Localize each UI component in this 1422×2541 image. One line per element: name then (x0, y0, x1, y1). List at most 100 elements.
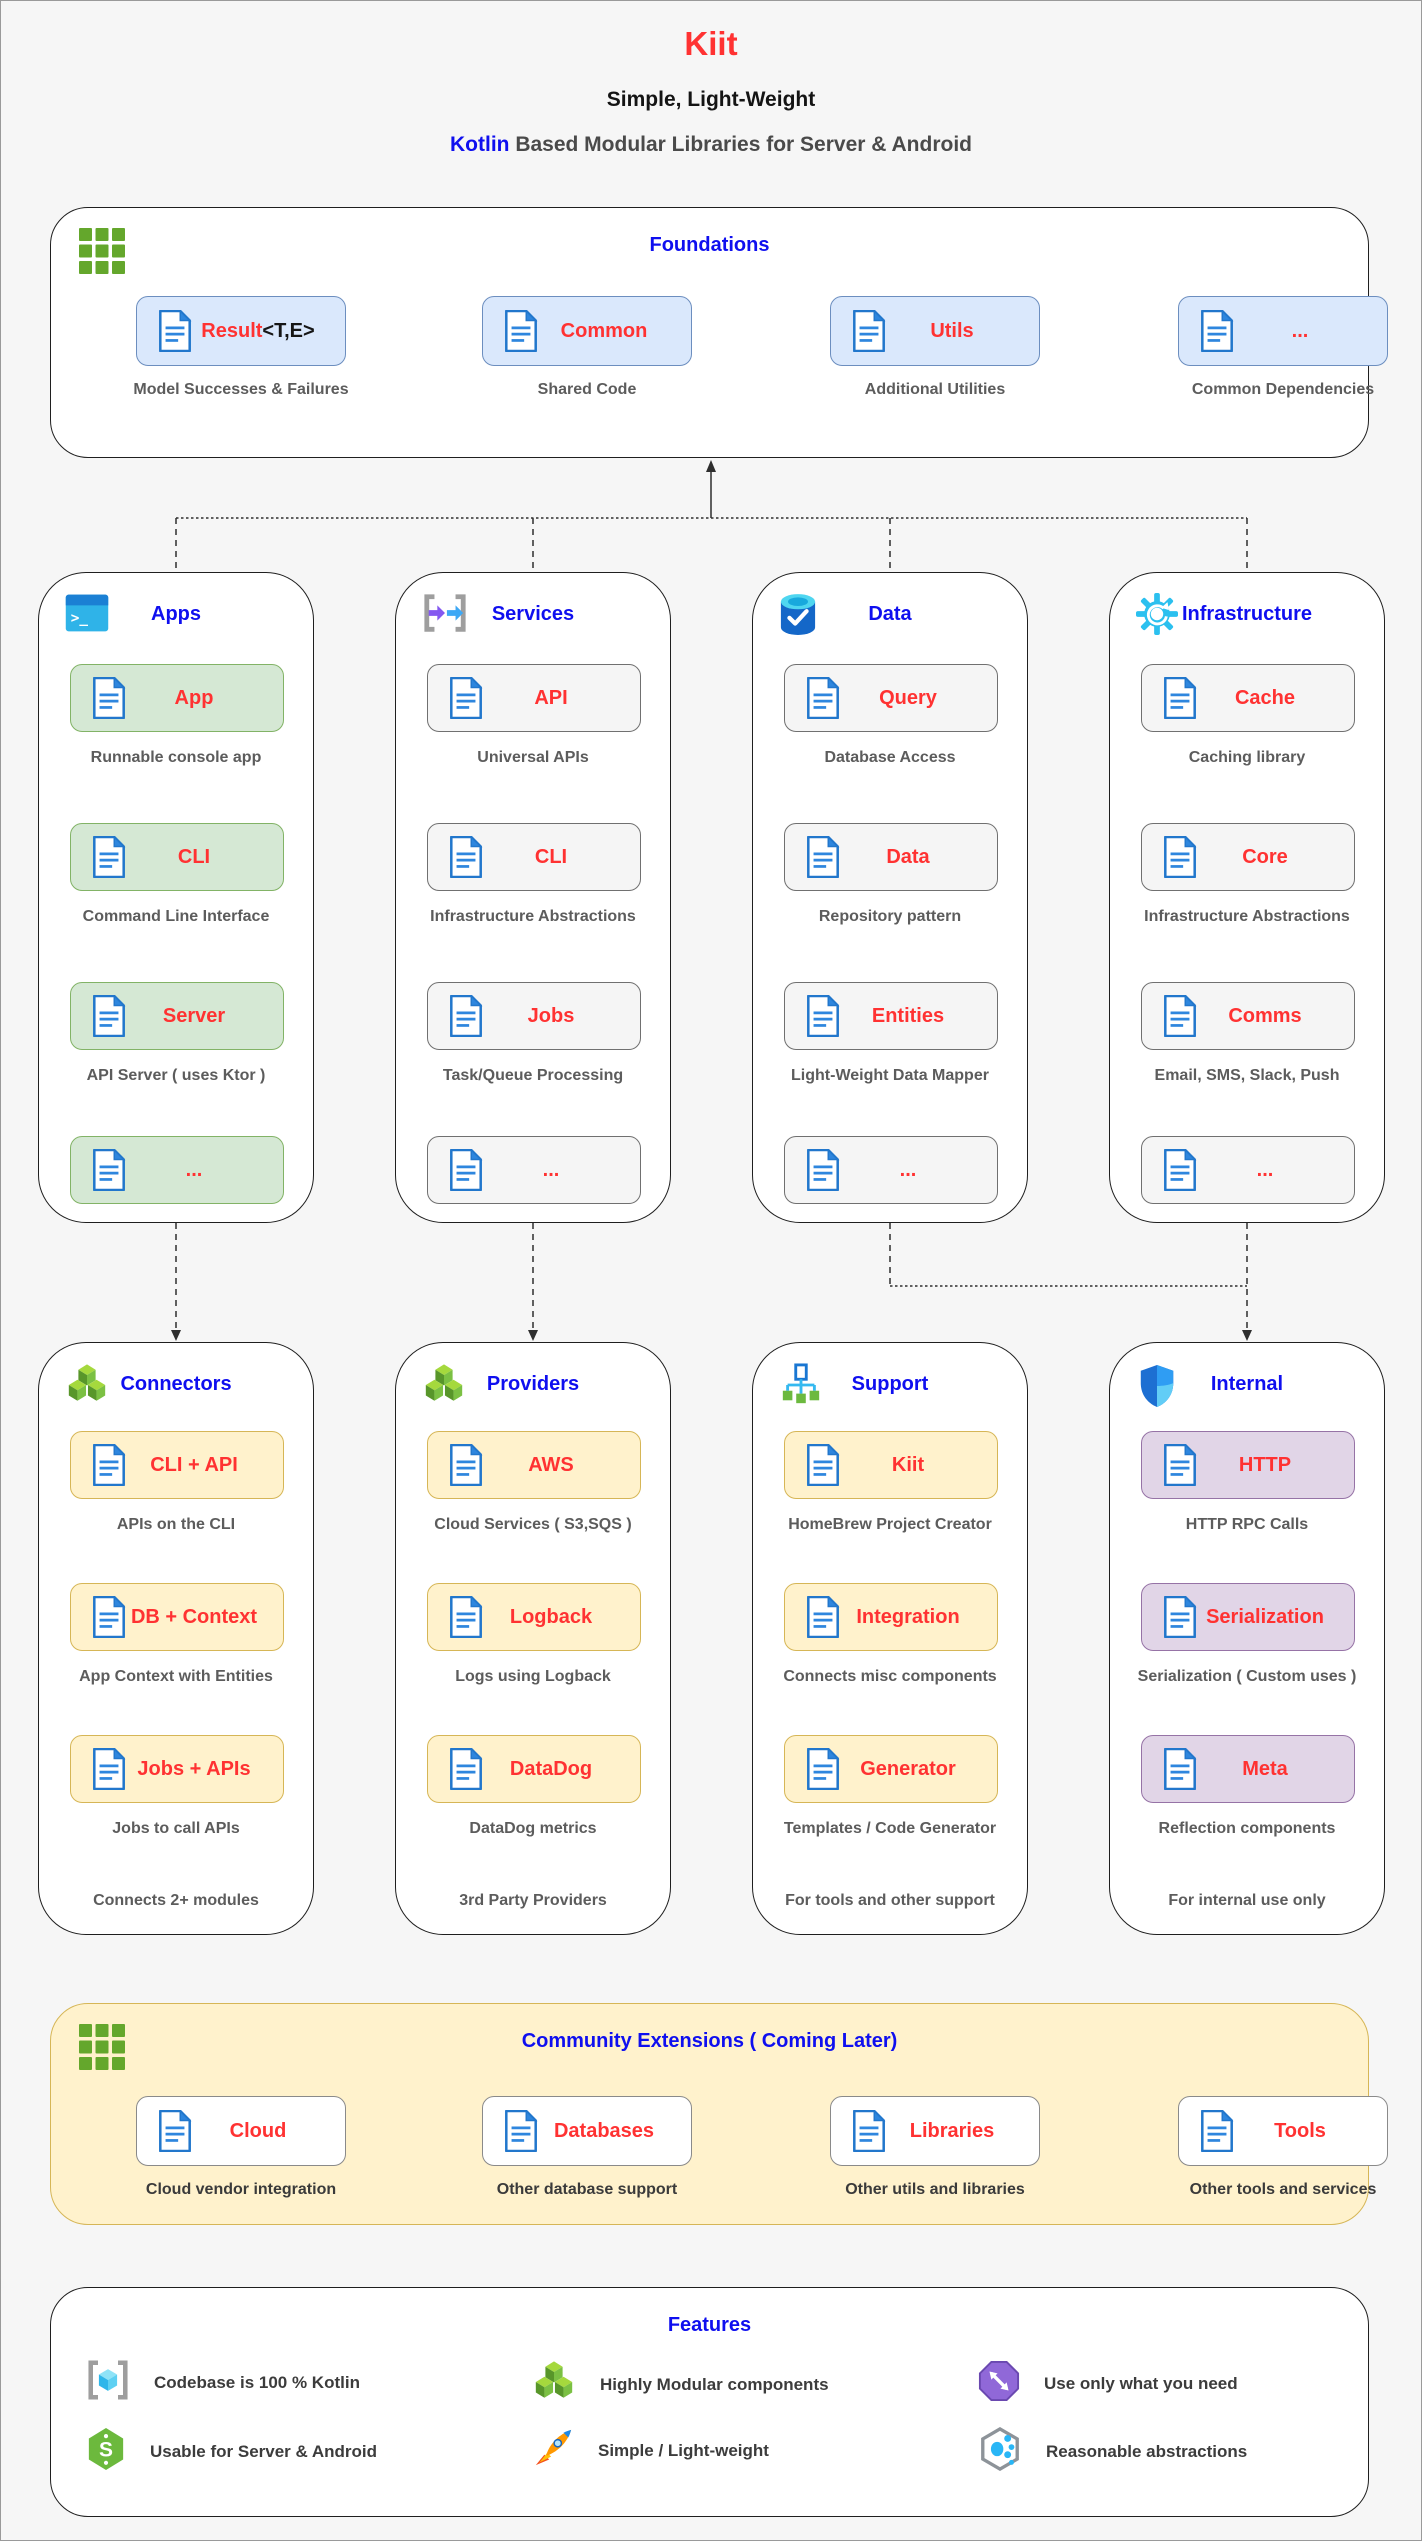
tagline-rest: Based Modular Libraries for Server & And… (509, 133, 972, 156)
module-label: ... (542, 1158, 560, 1181)
module-caption: Command Line Interface (82, 908, 270, 925)
document-icon (851, 2110, 887, 2152)
document-icon (805, 995, 841, 1037)
module-label: Entities (871, 1004, 945, 1027)
module-label: Kiit (891, 1453, 925, 1476)
modular-cubes-icon (532, 2360, 576, 2409)
document-icon (91, 836, 127, 878)
document-icon (1162, 1596, 1198, 1638)
module-label: Data (886, 845, 930, 868)
module-box: Generator (784, 1735, 998, 1803)
module-box: CLI + API (70, 1431, 284, 1499)
module-caption: Additional Utilities (864, 381, 1006, 398)
column-title: Infrastructure (1181, 603, 1313, 625)
module-box: CLI (70, 823, 284, 891)
module-label: Result<T,E> (201, 319, 315, 342)
module-label: Jobs (527, 1004, 575, 1027)
module-label: DB + Context (130, 1605, 258, 1628)
module-box: Meta (1141, 1735, 1355, 1803)
column-title: Support (851, 1373, 929, 1395)
module-box: Query (784, 664, 998, 732)
column-apps: Apps App Runnable console app CLI Comman… (38, 572, 314, 1223)
document-icon (1162, 1149, 1198, 1191)
module-box: Entities (784, 982, 998, 1050)
document-icon (91, 1444, 127, 1486)
module-label: Logback (509, 1605, 593, 1628)
module-box: Kiit (784, 1431, 998, 1499)
module-label: CLI (534, 845, 568, 868)
module-caption: DataDog metrics (469, 1820, 597, 1837)
module-label: Libraries (909, 2119, 995, 2142)
column-title: Providers (486, 1373, 580, 1395)
module-caption: Serialization ( Custom uses ) (1137, 1668, 1357, 1685)
tagline-kotlin: Kotlin (450, 133, 510, 156)
module-label: App (174, 686, 214, 709)
feature-item: Highly Modular components (532, 2360, 829, 2409)
document-icon (1162, 836, 1198, 878)
document-icon (91, 1748, 127, 1790)
module-box: Data (784, 823, 998, 891)
document-icon (1162, 677, 1198, 719)
module-box: ... (1178, 296, 1388, 366)
module-box: Common (482, 296, 692, 366)
module-box: CLI (427, 823, 641, 891)
module-box: Comms (1141, 982, 1355, 1050)
module-label: API (534, 686, 568, 709)
module-caption: Model Successes & Failures (133, 381, 349, 398)
module-caption: Universal APIs (477, 749, 589, 766)
column-footer: For tools and other support (785, 1892, 995, 1909)
panel-title: Foundations (649, 234, 770, 256)
page-subtitle: Simple, Light-Weight (606, 88, 816, 111)
features-panel: Features Codebase is 100 % Kotlin Highly… (50, 2287, 1369, 2517)
module-caption: Logs using Logback (455, 1668, 611, 1685)
module-caption: App Context with Entities (79, 1668, 273, 1685)
module-box: Integration (784, 1583, 998, 1651)
module-caption: Task/Queue Processing (442, 1067, 624, 1084)
module-box: ... (1141, 1136, 1355, 1204)
module-caption: APIs on the CLI (116, 1516, 236, 1533)
foundation-cell: Common Shared Code (447, 296, 727, 399)
module-label: AWS (528, 1453, 574, 1476)
document-icon (805, 1596, 841, 1638)
module-box: DB + Context (70, 1583, 284, 1651)
document-icon (91, 677, 127, 719)
column-title: Services (491, 603, 575, 625)
module-label: Integration (856, 1605, 960, 1628)
column-internal: Internal HTTP HTTP RPC Calls Serializati… (1109, 1342, 1385, 1935)
column-footer: 3rd Party Providers (459, 1892, 607, 1909)
module-box: Serialization (1141, 1583, 1355, 1651)
module-caption: Connects misc components (783, 1668, 997, 1685)
column-footer: For internal use only (1168, 1892, 1326, 1909)
module-box: Libraries (830, 2096, 1040, 2166)
community-cell: Cloud Cloud vendor integration (101, 2096, 381, 2199)
module-caption: Reflection components (1158, 1820, 1336, 1837)
module-label: ... (185, 1158, 203, 1181)
module-caption: Shared Code (537, 381, 637, 398)
feature-label: Use only what you need (1044, 2373, 1238, 2393)
document-icon (157, 310, 193, 352)
document-icon (448, 836, 484, 878)
foundation-cell: ... Common Dependencies (1143, 296, 1421, 399)
document-icon (448, 1596, 484, 1638)
octagon-arrows-icon (978, 2360, 1020, 2407)
module-label: Server (162, 1004, 226, 1027)
feature-item: Usable for Server & Android (86, 2427, 377, 2476)
document-icon (448, 677, 484, 719)
module-caption: API Server ( uses Ktor ) (86, 1067, 266, 1084)
document-icon (1199, 2110, 1235, 2152)
hexagon-s-icon (86, 2427, 126, 2476)
connector-modules-groups (171, 1223, 1252, 1341)
document-icon (448, 1444, 484, 1486)
module-box: ... (427, 1136, 641, 1204)
module-caption: Cloud Services ( S3,SQS ) (434, 1516, 632, 1533)
community-extensions-panel: Community Extensions ( Coming Later) Clo… (50, 2003, 1388, 2225)
document-icon (805, 1149, 841, 1191)
document-icon (91, 995, 127, 1037)
connector-foundations (175, 460, 1248, 571)
community-cell: Tools Other tools and services (1143, 2096, 1421, 2199)
module-label: ... (1256, 1158, 1274, 1181)
feature-item: Simple / Light-weight (532, 2427, 769, 2474)
panel-title: Features (667, 2314, 752, 2336)
module-box: API (427, 664, 641, 732)
